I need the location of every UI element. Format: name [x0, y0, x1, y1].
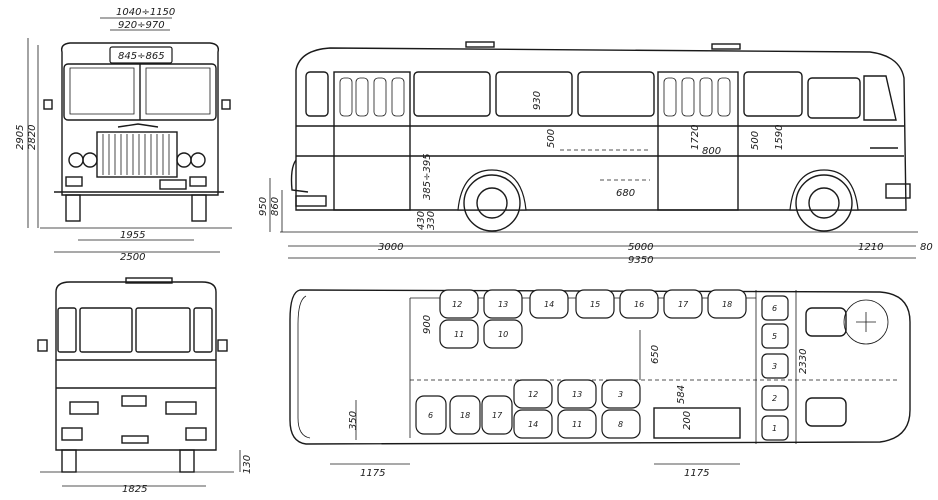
dim-label: 500: [546, 129, 557, 148]
dim-label: 900: [422, 315, 433, 334]
seat: [529, 289, 569, 319]
dim-label: 2330: [798, 349, 809, 374]
seat-number: 11: [454, 330, 464, 339]
dim-label: 1210: [858, 242, 883, 253]
seat-number: 13: [498, 300, 508, 309]
seat-number: 1: [772, 424, 777, 433]
seat: [483, 289, 523, 319]
seat-number: 18: [460, 411, 470, 420]
dim-label: 1825: [122, 484, 147, 495]
dim-label: 330: [426, 211, 437, 230]
seat-number: 17: [492, 411, 503, 420]
dim-label: 1590: [774, 125, 785, 150]
seat-number: 3: [618, 390, 623, 399]
dim-label: 80: [920, 242, 933, 253]
dim-label: 920÷970: [118, 20, 165, 31]
dim-label: 2820: [27, 125, 38, 150]
dim-label: 845÷865: [118, 51, 165, 62]
seat-number: 5: [772, 332, 777, 341]
dim-label: 950: [258, 197, 269, 216]
seat-group-top: [439, 289, 747, 349]
dim-label: 1955: [120, 230, 145, 241]
dim-label: 584: [676, 385, 687, 404]
dim-label: 2905: [15, 125, 26, 150]
seat-number: 18: [722, 300, 732, 309]
seat-number: 14: [528, 420, 538, 429]
side-view: [269, 41, 918, 259]
dim-label: 1175: [360, 468, 385, 479]
seat: [557, 379, 597, 409]
seat-number: 15: [590, 300, 600, 309]
seat-number: 3: [772, 362, 777, 371]
seat: [513, 379, 553, 409]
dim-label: 1720: [690, 125, 701, 150]
dim-label: 1040÷1150: [116, 7, 175, 18]
seat: [619, 289, 659, 319]
seat: [761, 353, 789, 379]
seat-number: 6: [428, 411, 433, 420]
seat: [707, 289, 747, 319]
dim-label: 800: [702, 146, 721, 157]
seat: [761, 385, 789, 411]
seat: [415, 395, 447, 435]
seat-number: 17: [678, 300, 689, 309]
seat: [761, 295, 789, 321]
seat: [663, 289, 703, 319]
dim-label: 860: [270, 197, 281, 216]
dim-label: 1175: [684, 468, 709, 479]
dim-label: 680: [616, 188, 635, 199]
dim-label: 650: [650, 345, 661, 364]
dim-label: 130: [242, 455, 253, 474]
seat: [513, 409, 553, 439]
seat-number: 8: [618, 420, 623, 429]
seat-number: 2: [772, 394, 777, 403]
seat: [439, 289, 479, 319]
dim-label: 930: [532, 91, 543, 110]
dim-label: 2500: [120, 252, 145, 263]
seat: [761, 323, 789, 349]
seat: [439, 319, 479, 349]
front-view: [27, 17, 232, 253]
seat: [575, 289, 615, 319]
seat-numbers: 12 13 14 15 16 17 18 11 10 6 18 17 12 13…: [428, 300, 777, 433]
dim-label: 430: [416, 211, 427, 230]
seat: [761, 415, 789, 441]
seat-number: 14: [544, 300, 554, 309]
dim-label: 5000: [628, 242, 653, 253]
dimension-labels: 1040÷1150 920÷970 845÷865 2905 2820 1955…: [15, 7, 933, 495]
seat-number: 16: [634, 300, 644, 309]
seat-group-column: [761, 295, 789, 441]
seat-number: 12: [528, 390, 538, 399]
seat-number: 13: [572, 390, 582, 399]
dim-label: 200: [682, 411, 693, 430]
seat-group-rear: [415, 395, 513, 435]
dim-label: 500: [750, 131, 761, 150]
rear-view: [37, 277, 241, 487]
seat-number: 11: [572, 420, 582, 429]
seat-number: 12: [452, 300, 462, 309]
seat: [481, 395, 513, 435]
dim-label: 350: [348, 411, 359, 430]
seat: [601, 409, 641, 439]
dim-label: 3000: [378, 242, 403, 253]
seat-number: 6: [772, 304, 777, 313]
seat-group-middle: [513, 379, 641, 439]
seat: [557, 409, 597, 439]
seat-number: 10: [498, 330, 508, 339]
seat: [483, 319, 523, 349]
dim-label: 385÷395: [422, 153, 433, 200]
seat: [449, 395, 481, 435]
dim-label: 9350: [628, 255, 653, 266]
seat: [601, 379, 641, 409]
